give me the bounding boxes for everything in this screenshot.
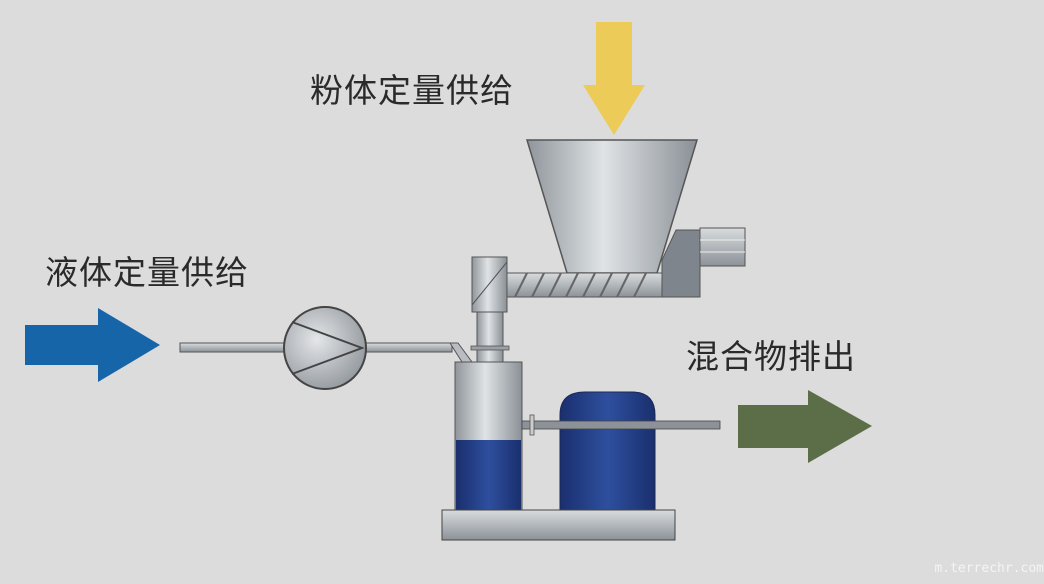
mixer-body — [454, 361, 523, 513]
watermark: m.terrechr.com — [934, 561, 1044, 576]
powder-feed-label: 粉体定量供给 — [310, 71, 514, 110]
pump — [283, 306, 367, 390]
screw-conveyor — [471, 227, 746, 313]
mixture-discharge-label: 混合物排出 — [686, 337, 856, 376]
liquid-feed-arrow — [25, 308, 160, 382]
drive-shaft — [521, 414, 721, 436]
base — [441, 509, 676, 541]
vertical-pipe — [470, 311, 510, 363]
motor — [559, 391, 656, 513]
powder-feed-arrow — [583, 22, 645, 135]
discharge-arrow — [738, 390, 872, 463]
liquid-feed-label: 液体定量供给 — [45, 253, 249, 292]
